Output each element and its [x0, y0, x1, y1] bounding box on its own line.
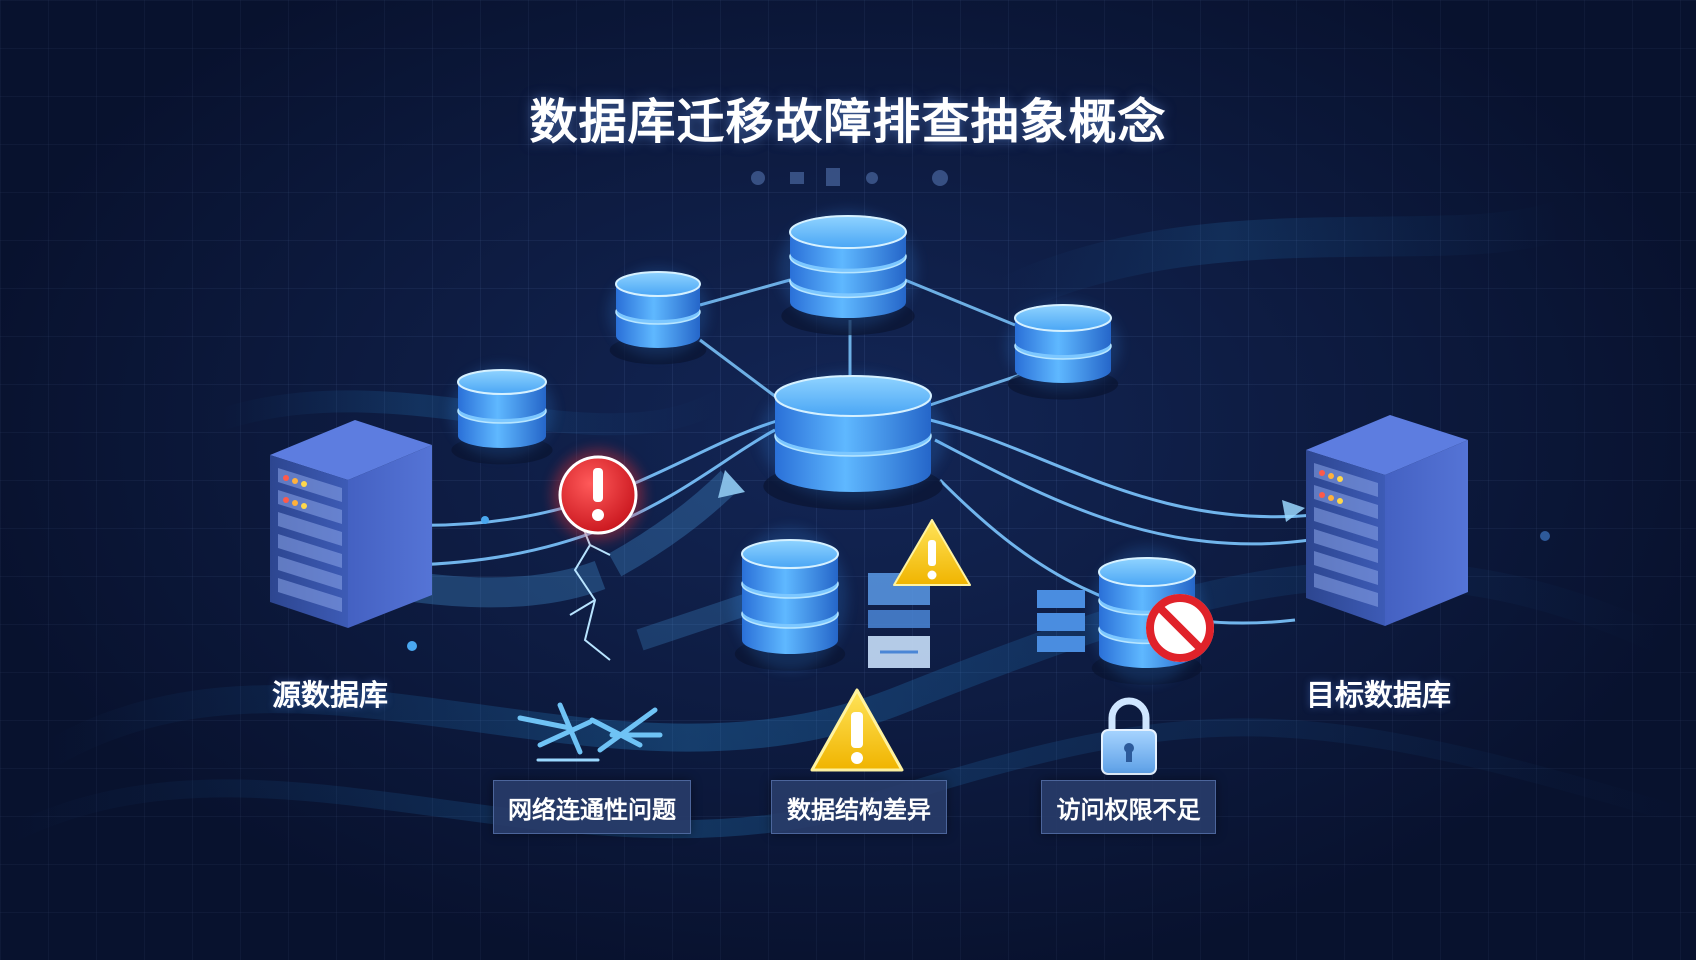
page-title: 数据库迁移故障排查抽象概念 — [529, 94, 1167, 150]
warning-icon — [810, 688, 904, 772]
db-upper-right — [1005, 301, 1121, 400]
issue-access-permission: 访问权限不足 — [1041, 780, 1216, 834]
accent-dots — [407, 516, 1550, 651]
target-database-label: 目标数据库 — [1306, 678, 1452, 712]
header-icons — [751, 168, 948, 186]
lock-icon — [1101, 697, 1157, 775]
issue-schema-difference: 数据结构差异 — [771, 780, 947, 834]
network-crack — [569, 519, 611, 661]
database-nodes — [449, 209, 1205, 685]
db-center — [759, 372, 947, 510]
db-upper-left — [607, 267, 709, 365]
db-left — [449, 364, 555, 465]
forbidden-icon — [1146, 594, 1214, 662]
target-server — [1306, 415, 1468, 626]
db-lower — [732, 527, 848, 671]
schema-warning-icon — [893, 519, 971, 586]
data-flow-streams — [409, 418, 1316, 625]
issue-network-connectivity: 网络连通性问题 — [493, 780, 691, 834]
source-server — [270, 420, 432, 628]
error-icon — [552, 449, 644, 541]
schema-blocks — [868, 573, 1085, 668]
source-database-label: 源数据库 — [272, 678, 389, 712]
db-top — [778, 209, 918, 336]
broken-link-icon — [517, 702, 663, 762]
